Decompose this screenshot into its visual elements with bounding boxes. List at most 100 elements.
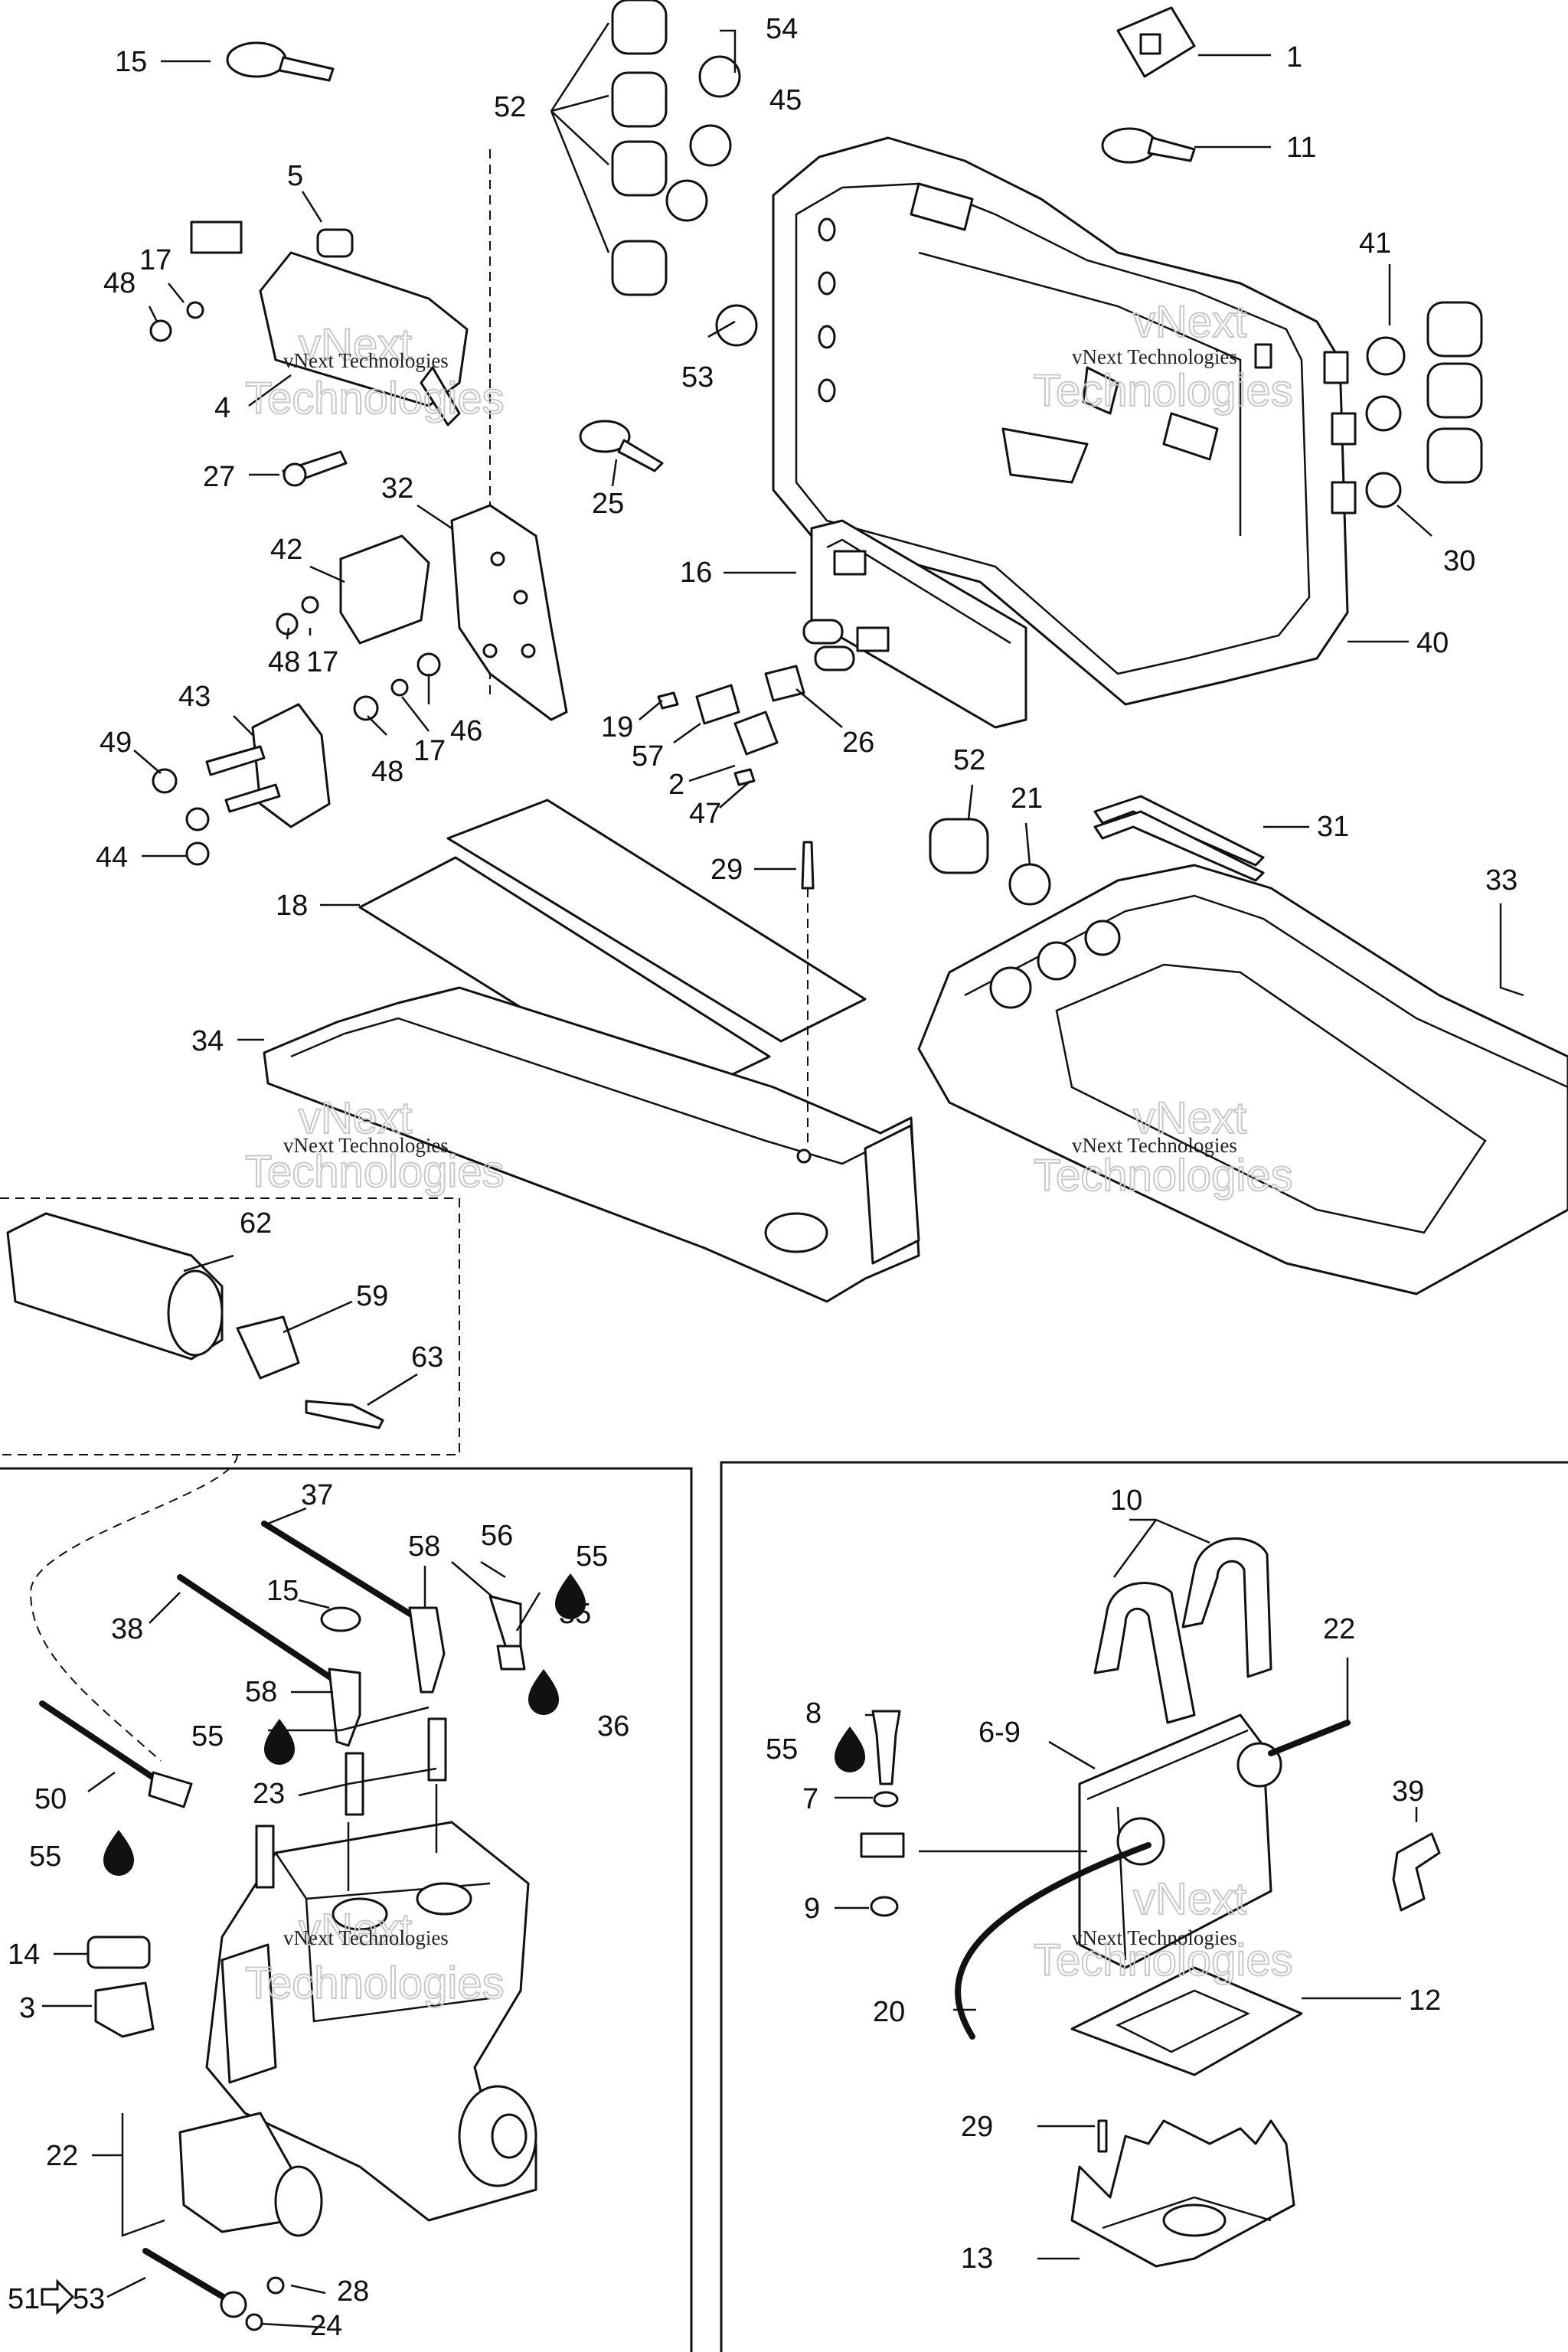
- callout-label: 17: [139, 244, 172, 276]
- callout-label: 58: [245, 1676, 277, 1708]
- watermark-large: vNext: [299, 320, 412, 370]
- clip-1: [1116, 6, 1196, 78]
- watermark-large: Technologies: [1034, 366, 1293, 416]
- ground-cable-51-53: [142, 2248, 247, 2318]
- fuse-block-16: [802, 519, 1027, 729]
- callout-label: 21: [1011, 782, 1043, 815]
- cable-tie-25: [579, 420, 664, 472]
- callout-label: 37: [301, 1479, 333, 1511]
- watermark-large: vNext: [1133, 1874, 1246, 1924]
- terminal-cover-39: [1392, 1832, 1441, 1912]
- watermark-large: vNext: [1133, 297, 1246, 347]
- callout-label: 25: [592, 488, 624, 520]
- callout-label: 54: [766, 13, 798, 45]
- battery-hardware: [860, 1710, 905, 1917]
- cable-tie-11: [1101, 127, 1196, 164]
- callout-label: 55: [766, 1733, 798, 1766]
- battery-tray-13: [1070, 2119, 1295, 2268]
- callout-label: 28: [337, 2275, 369, 2308]
- callout-label: 55: [29, 1841, 61, 1873]
- callout-label: 20: [873, 1996, 905, 2028]
- callout-label: 38: [111, 1613, 143, 1645]
- callout-label: 31: [1317, 811, 1349, 843]
- callout-label: 1: [1286, 41, 1302, 74]
- callout-label: 58: [408, 1530, 440, 1563]
- callout-label: 26: [842, 727, 874, 759]
- spark-plug-wires: [39, 1521, 447, 1891]
- callout-label: 39: [1392, 1775, 1424, 1808]
- callout-label: 53: [681, 361, 714, 394]
- callout-label: 52: [953, 744, 985, 776]
- small-relays: [657, 665, 805, 786]
- callout-label: 49: [100, 727, 132, 759]
- terminal-63: [305, 1400, 384, 1429]
- clip-14-3: [87, 1936, 155, 2038]
- callout-label: 2: [668, 769, 684, 801]
- arrow-right-icon: [41, 2278, 75, 2315]
- callout-label: 50: [34, 1783, 67, 1815]
- callout-label: 5: [287, 160, 303, 192]
- callout-label: 23: [253, 1778, 285, 1810]
- callout-label: 6-9: [978, 1717, 1021, 1749]
- callout-label: 15: [266, 1575, 299, 1607]
- callout-label: 9: [804, 1893, 820, 1925]
- callout-label: 8: [805, 1697, 822, 1730]
- watermark-small: vNext Technologies: [283, 1926, 449, 1949]
- cable-tie-15: [226, 41, 335, 82]
- watermark-small: vNext Technologies: [1072, 345, 1237, 368]
- callout-label: 55: [191, 1720, 224, 1753]
- callout-label: 47: [689, 798, 721, 830]
- watermark-large: vNext: [299, 1093, 412, 1143]
- callout-label: 14: [8, 1939, 40, 1971]
- lower-box-33: [917, 864, 1568, 1295]
- callout-label: 48: [268, 646, 300, 678]
- tray-34: [263, 986, 920, 1303]
- callout-label: 40: [1416, 627, 1449, 659]
- bushing-52: [611, 0, 668, 296]
- starter-motor: [178, 2112, 323, 2331]
- solenoid-assembly: [149, 220, 469, 487]
- callout-label: 44: [96, 841, 128, 874]
- callout-label: 7: [802, 1783, 818, 1815]
- callout-label: 3: [19, 1992, 35, 2024]
- watermark-small: vNext Technologies: [283, 1134, 449, 1157]
- callout-label: 12: [1409, 1984, 1441, 2017]
- electrical-box-housing: [772, 136, 1357, 706]
- callout-label: 29: [710, 854, 743, 886]
- watermark-small: vNext Technologies: [283, 349, 449, 372]
- callout-label: 42: [270, 534, 302, 566]
- watermarks: vNext Technologies vNext Technologies vN…: [244, 296, 1294, 2009]
- callout-label: 56: [481, 1520, 513, 1552]
- callout-label: 15: [115, 46, 147, 78]
- callout-label: 59: [356, 1280, 388, 1312]
- callout-label: 52: [494, 91, 526, 123]
- engine-block: [205, 1821, 537, 2222]
- callout-label: 4: [214, 392, 230, 424]
- watermark-large: vNext: [299, 1905, 412, 1955]
- starter-solenoid-43: [152, 652, 441, 866]
- callout-label: 13: [961, 2243, 993, 2275]
- watermark-large: Technologies: [1034, 1151, 1293, 1200]
- callout-label: 29: [961, 2111, 993, 2143]
- watermark-large: Technologies: [1034, 1936, 1293, 1985]
- callout-label: 41: [1359, 227, 1391, 260]
- callout-label: 51: [8, 2283, 40, 2315]
- callout-label: 11: [1286, 132, 1316, 164]
- callout-label: 10: [1110, 1485, 1142, 1517]
- callout-label: 48: [103, 267, 136, 299]
- callout-label: 53: [73, 2283, 105, 2315]
- callout-labels: 15 52 54 45 1 11 5 17 48 4 27 53 41 25 3…: [8, 13, 1517, 2342]
- callout-label: 55: [576, 1540, 608, 1573]
- callout-label: 30: [1443, 545, 1475, 577]
- connector-62: [6, 1212, 224, 1361]
- watermark-small: vNext Technologies: [1072, 1926, 1237, 1949]
- bushing-52-lower: [929, 818, 1051, 906]
- watermark-large: Technologies: [245, 1958, 505, 2008]
- watermark-large: Technologies: [245, 374, 505, 423]
- callout-label: 33: [1485, 864, 1517, 897]
- watermark-large: Technologies: [245, 1147, 505, 1197]
- callout-label: 62: [240, 1207, 272, 1240]
- callout-label: 46: [450, 715, 482, 747]
- callout-label: 57: [632, 740, 664, 773]
